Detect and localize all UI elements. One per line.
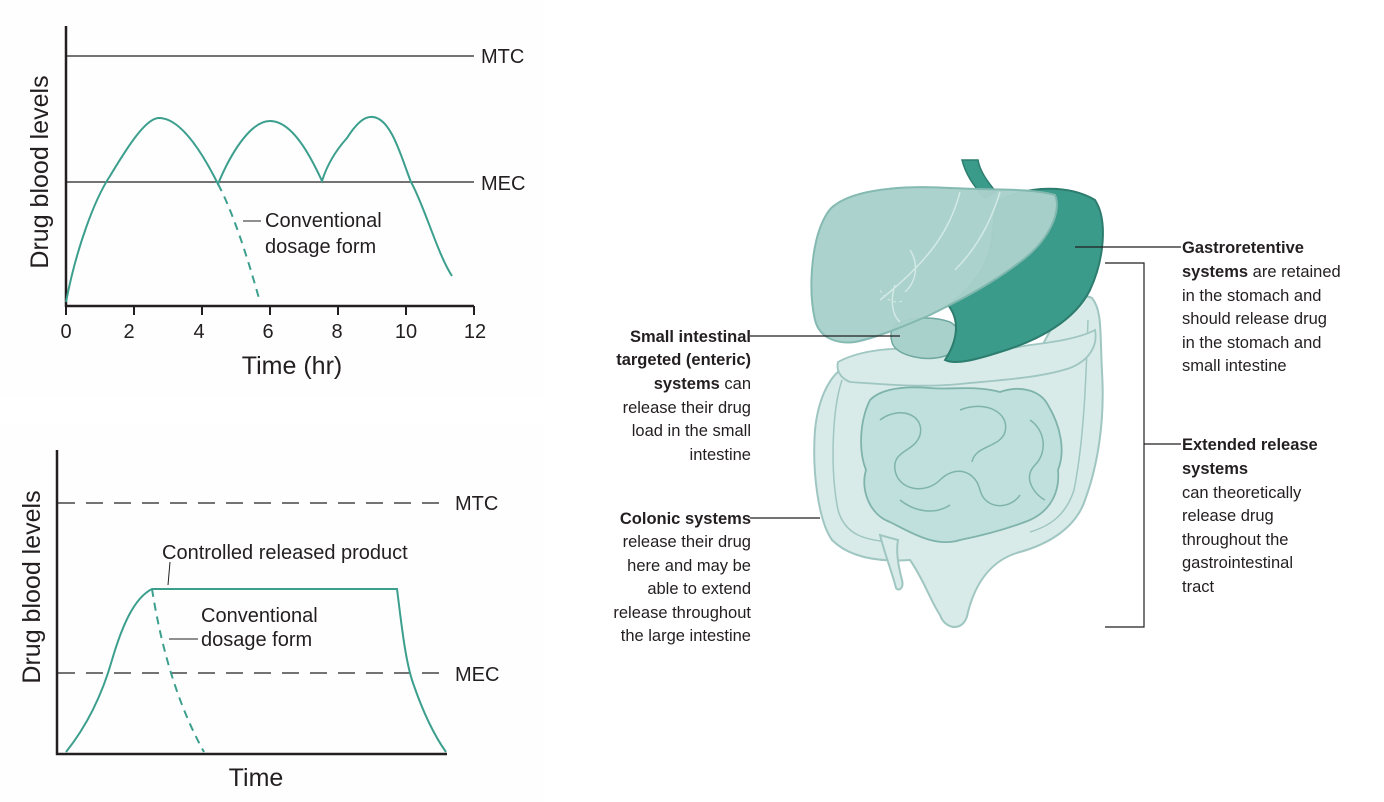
y-axis-title: Drug blood levels	[18, 490, 46, 683]
chart-conventional-hours: 0 2 4 6 8 10 12 Time (hr) Drug blood lev…	[26, 26, 525, 380]
x-tick-label: 8	[331, 321, 342, 343]
colonic-line1: Colonic systems	[620, 510, 751, 528]
x-tick-label: 6	[262, 321, 273, 343]
colonic-line4: able to extend	[647, 580, 751, 598]
colonic-line5: release throughout	[613, 604, 751, 622]
conventional-dose-curve	[217, 183, 261, 303]
controlled-release-label: Controlled released product	[162, 542, 408, 564]
extended-line7: tract	[1182, 578, 1215, 596]
small-line1: Small intestinal	[630, 328, 751, 346]
duodenum	[890, 317, 961, 360]
controlled-leader	[167, 561, 171, 586]
callout-extended-release: Extended release systems can theoretical…	[1182, 436, 1318, 596]
conventional-dose-curve	[151, 588, 205, 753]
small-intestine-coils	[879, 405, 1046, 512]
liver-detail-lines	[879, 191, 1001, 323]
mec-label: MEC	[481, 173, 525, 195]
x-tick-label: 4	[193, 321, 204, 343]
y-axis-title: Drug blood levels	[26, 75, 54, 268]
colonic-line3: here and may be	[627, 557, 751, 575]
colonic-line6: the large intestine	[621, 627, 751, 645]
conventional-label-line1: Conventional	[201, 605, 318, 627]
extended-line4: release drug	[1182, 507, 1274, 525]
small-line3: systems can	[654, 375, 751, 393]
callout-lines	[750, 246, 1181, 628]
small-line2: targeted (enteric)	[616, 351, 751, 369]
conventional-label-line1: Conventional	[265, 210, 382, 232]
extended-bracket	[1105, 262, 1145, 628]
x-ticks	[65, 306, 475, 315]
chart-panel-bottom-background	[0, 425, 545, 802]
gallbladder-outline	[879, 289, 906, 303]
extended-line1: Extended release	[1182, 436, 1318, 454]
extended-line6: gastrointestinal	[1182, 554, 1293, 572]
conventional-label-line2: dosage form	[265, 236, 376, 258]
gastro-line4: should release drug	[1182, 310, 1327, 328]
x-tick-label: 2	[123, 321, 134, 343]
mtc-label: MTC	[481, 46, 524, 68]
callout-gastroretentive: Gastroretentive systems are retained in …	[1182, 239, 1341, 375]
gastro-line2: systems are retained	[1182, 263, 1341, 281]
gastro-line1: Gastroretentive	[1182, 239, 1304, 257]
sigmoid-colon	[878, 533, 904, 591]
x-axis-title: Time	[229, 764, 284, 792]
conventional-label-line2: dosage form	[201, 629, 312, 651]
x-tick-label: 10	[395, 321, 417, 343]
colonic-line2: release their drug	[623, 533, 751, 551]
chart-controlled-release: Drug blood levels Time MTC MEC Controlle…	[18, 450, 499, 792]
small-intestine	[860, 386, 1063, 544]
gastro-line2-bold: systems	[1182, 263, 1248, 281]
mec-label: MEC	[455, 664, 499, 686]
extended-line5: throughout the	[1182, 531, 1288, 549]
callout-small-intestinal: Small intestinal targeted (enteric) syst…	[616, 328, 751, 464]
extended-line3: can theoretically	[1182, 484, 1302, 502]
callout-colonic: Colonic systems release their drug here …	[613, 510, 751, 645]
small-line3-rest: can	[720, 375, 751, 393]
x-tick-label: 0	[60, 321, 71, 343]
x-axis-title: Time (hr)	[242, 352, 342, 380]
extended-line2: systems	[1182, 460, 1248, 478]
small-line6: intestine	[690, 446, 751, 464]
multiple-dose-curve	[65, 115, 453, 303]
gastro-line3: in the stomach and	[1182, 287, 1321, 305]
small-line4: release their drug	[623, 399, 751, 417]
gastro-line6: small intestine	[1182, 357, 1287, 375]
chart-panel-top-background	[0, 0, 545, 398]
gi-tract-illustration	[810, 159, 1104, 628]
gastro-line5: in the stomach and	[1182, 334, 1321, 352]
mtc-label: MTC	[455, 493, 498, 515]
liver	[810, 186, 1058, 344]
colon-inner-line	[832, 319, 1089, 543]
gastro-line2-rest: are retained	[1248, 263, 1341, 281]
small-line5: load in the small	[632, 422, 751, 440]
small-line3-bold: systems	[654, 375, 720, 393]
x-tick-label: 12	[464, 321, 486, 343]
